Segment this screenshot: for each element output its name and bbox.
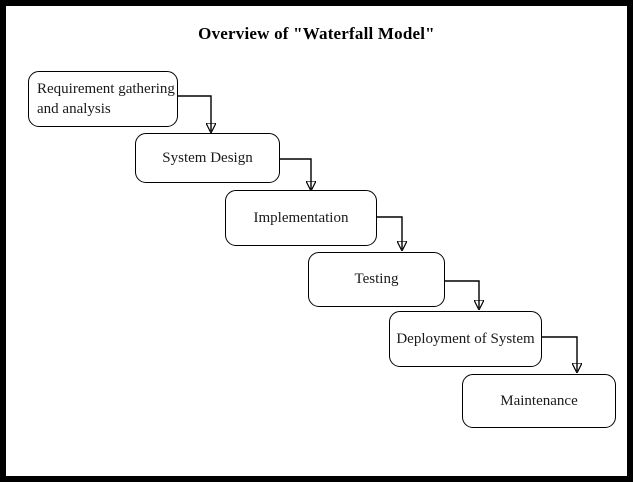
flow-node-implementation: Implementation: [225, 190, 377, 246]
flow-node-testing: Testing: [308, 252, 445, 307]
diagram-title: Overview of "Waterfall Model": [198, 24, 435, 43]
flow-node-maintenance: Maintenance: [462, 374, 616, 428]
connector-implementation-to-testing-arrow: [377, 216, 402, 249]
flow-node-label: Maintenance: [500, 392, 578, 409]
flow-node-system-design: System Design: [135, 133, 280, 183]
connector-testing-to-deployment-arrow: [445, 280, 479, 308]
flow-node-label: System Design: [162, 149, 253, 166]
connector-requirement-to-design-arrow: [178, 95, 211, 131]
connector-design-to-implementation-arrow: [280, 158, 311, 189]
flow-node-label: Implementation: [253, 209, 349, 226]
flow-node-label: Requirement gathering and analysis: [37, 80, 175, 117]
flow-node-requirement-gathering-and-analysis: Requirement gathering and analysis: [28, 71, 178, 127]
connector-deployment-to-maintenance-arrow: [542, 336, 577, 371]
flow-node-label: Testing: [354, 271, 399, 288]
flow-node-deployment-of-system: Deployment of System: [389, 311, 542, 367]
flow-node-label: Deployment of System: [396, 330, 535, 347]
